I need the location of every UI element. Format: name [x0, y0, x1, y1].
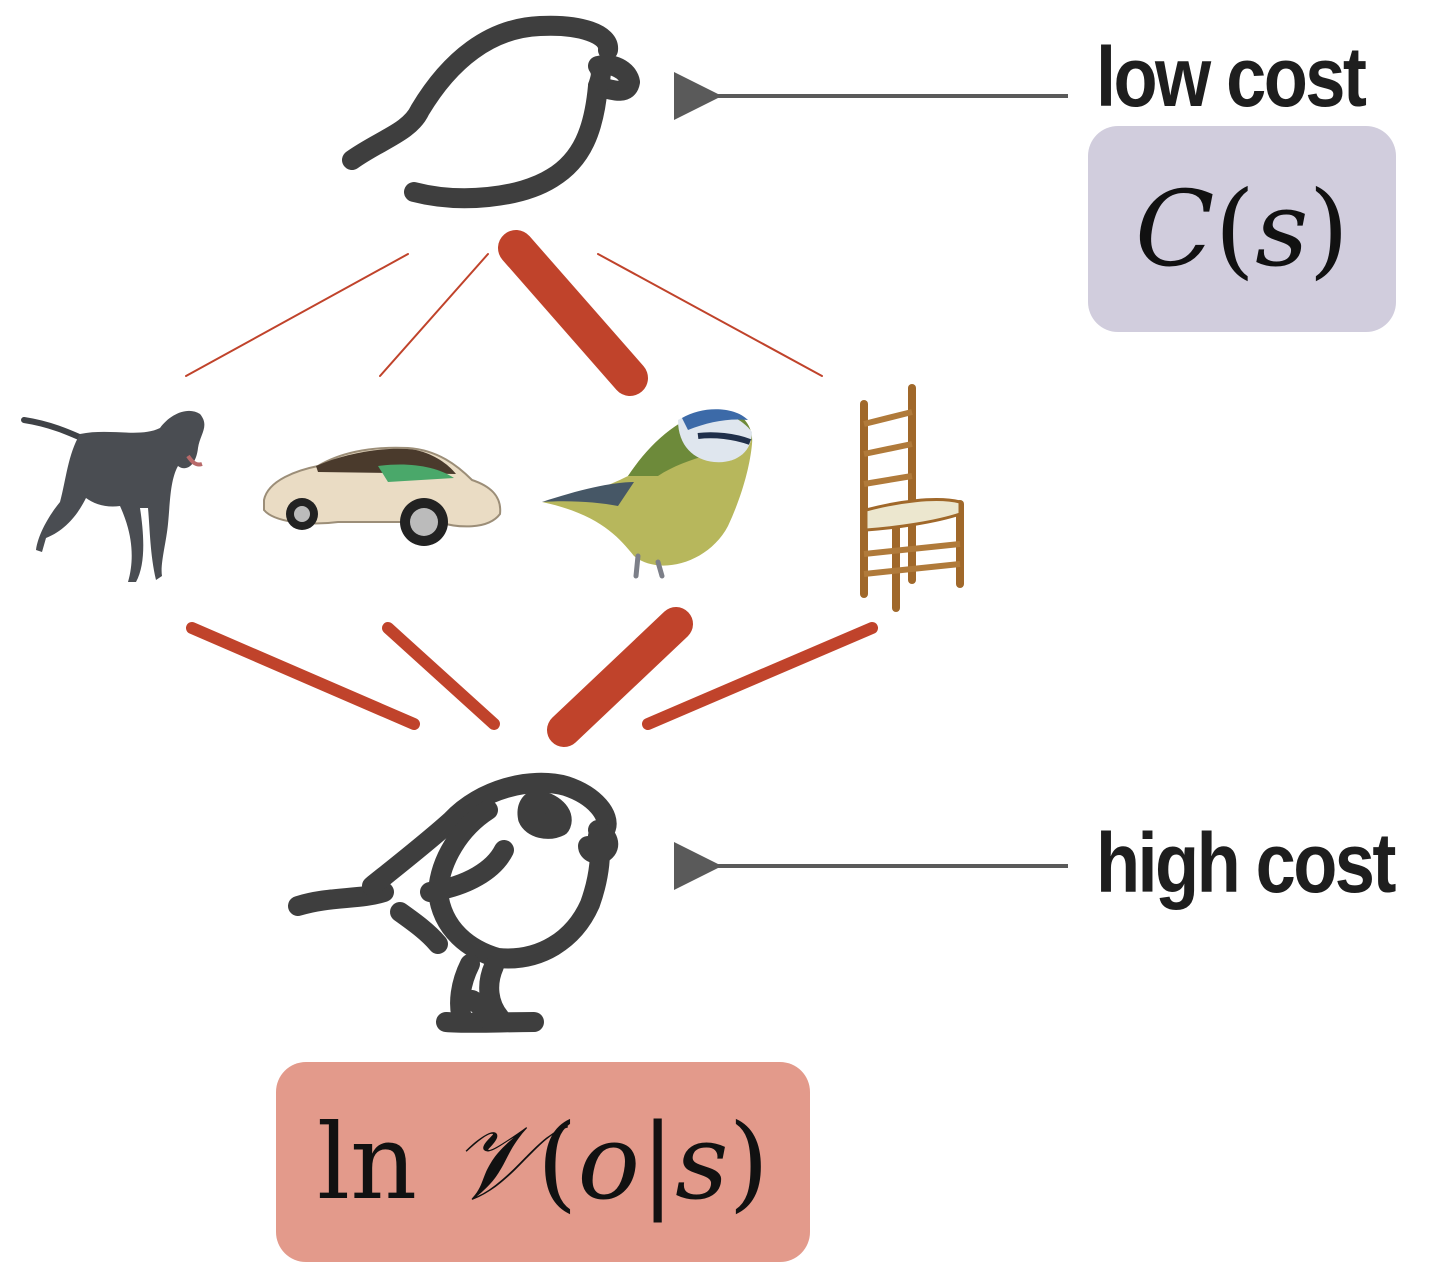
likelihood-close-paren: ) [728, 1101, 770, 1223]
edge-top-car [379, 253, 489, 377]
likelihood-bar: | [640, 1101, 676, 1223]
car-image [263, 446, 502, 546]
low-cost-label: low cost [1096, 30, 1367, 124]
edge-top-dog [185, 253, 409, 377]
edge-top-chair [597, 253, 823, 377]
cost-formula-box: C(s) [1088, 126, 1396, 332]
sketch-bird-high-detail [288, 772, 619, 1033]
dog-image [21, 410, 205, 582]
likelihood-ln: ln [316, 1101, 418, 1223]
edge-top-bird [498, 230, 648, 396]
bird-image [542, 409, 753, 579]
edge-chair-bottom [642, 622, 878, 730]
likelihood-open-paren: ( [536, 1101, 578, 1223]
cost-var: s [1255, 168, 1309, 290]
likelihood-obs: o [577, 1101, 641, 1223]
likelihood-func: 𝒱 [450, 1100, 537, 1223]
likelihood-formula-box: ln 𝒱(o|s) [276, 1062, 810, 1262]
edge-dog-bottom [186, 622, 420, 730]
high-cost-label: high cost [1096, 816, 1396, 910]
edges-bottom [186, 607, 878, 747]
edge-car-bottom [382, 622, 500, 730]
edge-bird-bottom [547, 607, 693, 747]
sketch-bird-low-detail [342, 15, 640, 209]
cost-open-paren: ( [1214, 168, 1256, 290]
edges-top [185, 230, 823, 396]
cost-func: C [1134, 168, 1215, 290]
likelihood-var: s [675, 1101, 729, 1223]
cost-close-paren: ) [1308, 168, 1350, 290]
chair-image [860, 384, 964, 612]
